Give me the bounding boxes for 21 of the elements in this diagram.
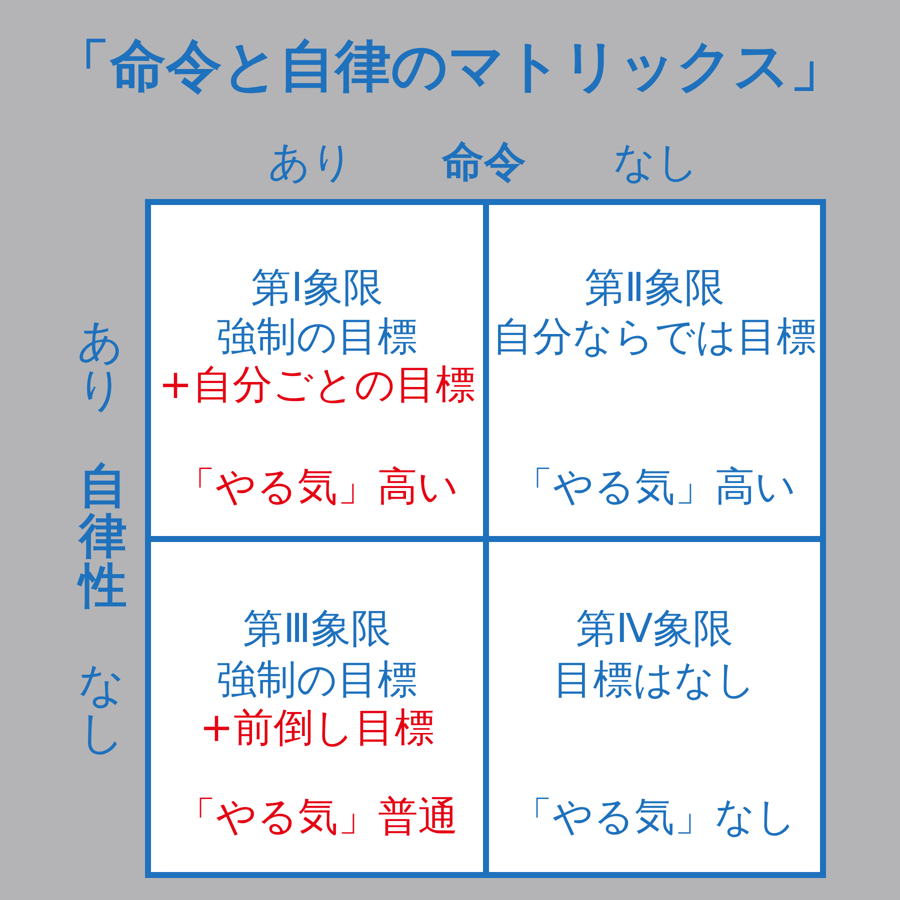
- goal-text: 自分ならでは目標: [492, 313, 816, 362]
- axis-label: 自律性: [79, 462, 127, 612]
- goal-text: 強制の目標: [216, 313, 418, 362]
- goal-text: +自分ごとの目標: [158, 361, 476, 410]
- quadrant-heading: 第Ⅱ象限: [584, 264, 724, 313]
- goal-text: 目標はなし: [553, 656, 756, 705]
- quadrant-heading: 第Ⅲ象限: [243, 605, 391, 654]
- goal-text: 強制の目標: [216, 656, 418, 705]
- axis-label: なし: [613, 140, 699, 184]
- motivation-text: 「やる気」高い: [513, 463, 796, 512]
- motivation-text: 「やる気」普通: [176, 793, 458, 842]
- axis-label: あり: [77, 318, 123, 414]
- motivation-text: 「やる気」なし: [512, 793, 796, 842]
- quadrant-heading: 第Ⅳ象限: [576, 605, 733, 654]
- goal-text: +前倒し目標: [200, 704, 434, 753]
- title: 「命令と自律のマトリックス」: [54, 34, 846, 100]
- axis-label: なし: [78, 661, 124, 757]
- quadrant-heading: 第Ⅰ象限: [251, 264, 383, 313]
- axis-label: 命令: [442, 140, 526, 184]
- axis-label: あり: [268, 140, 354, 184]
- motivation-text: 「やる気」高い: [176, 463, 458, 512]
